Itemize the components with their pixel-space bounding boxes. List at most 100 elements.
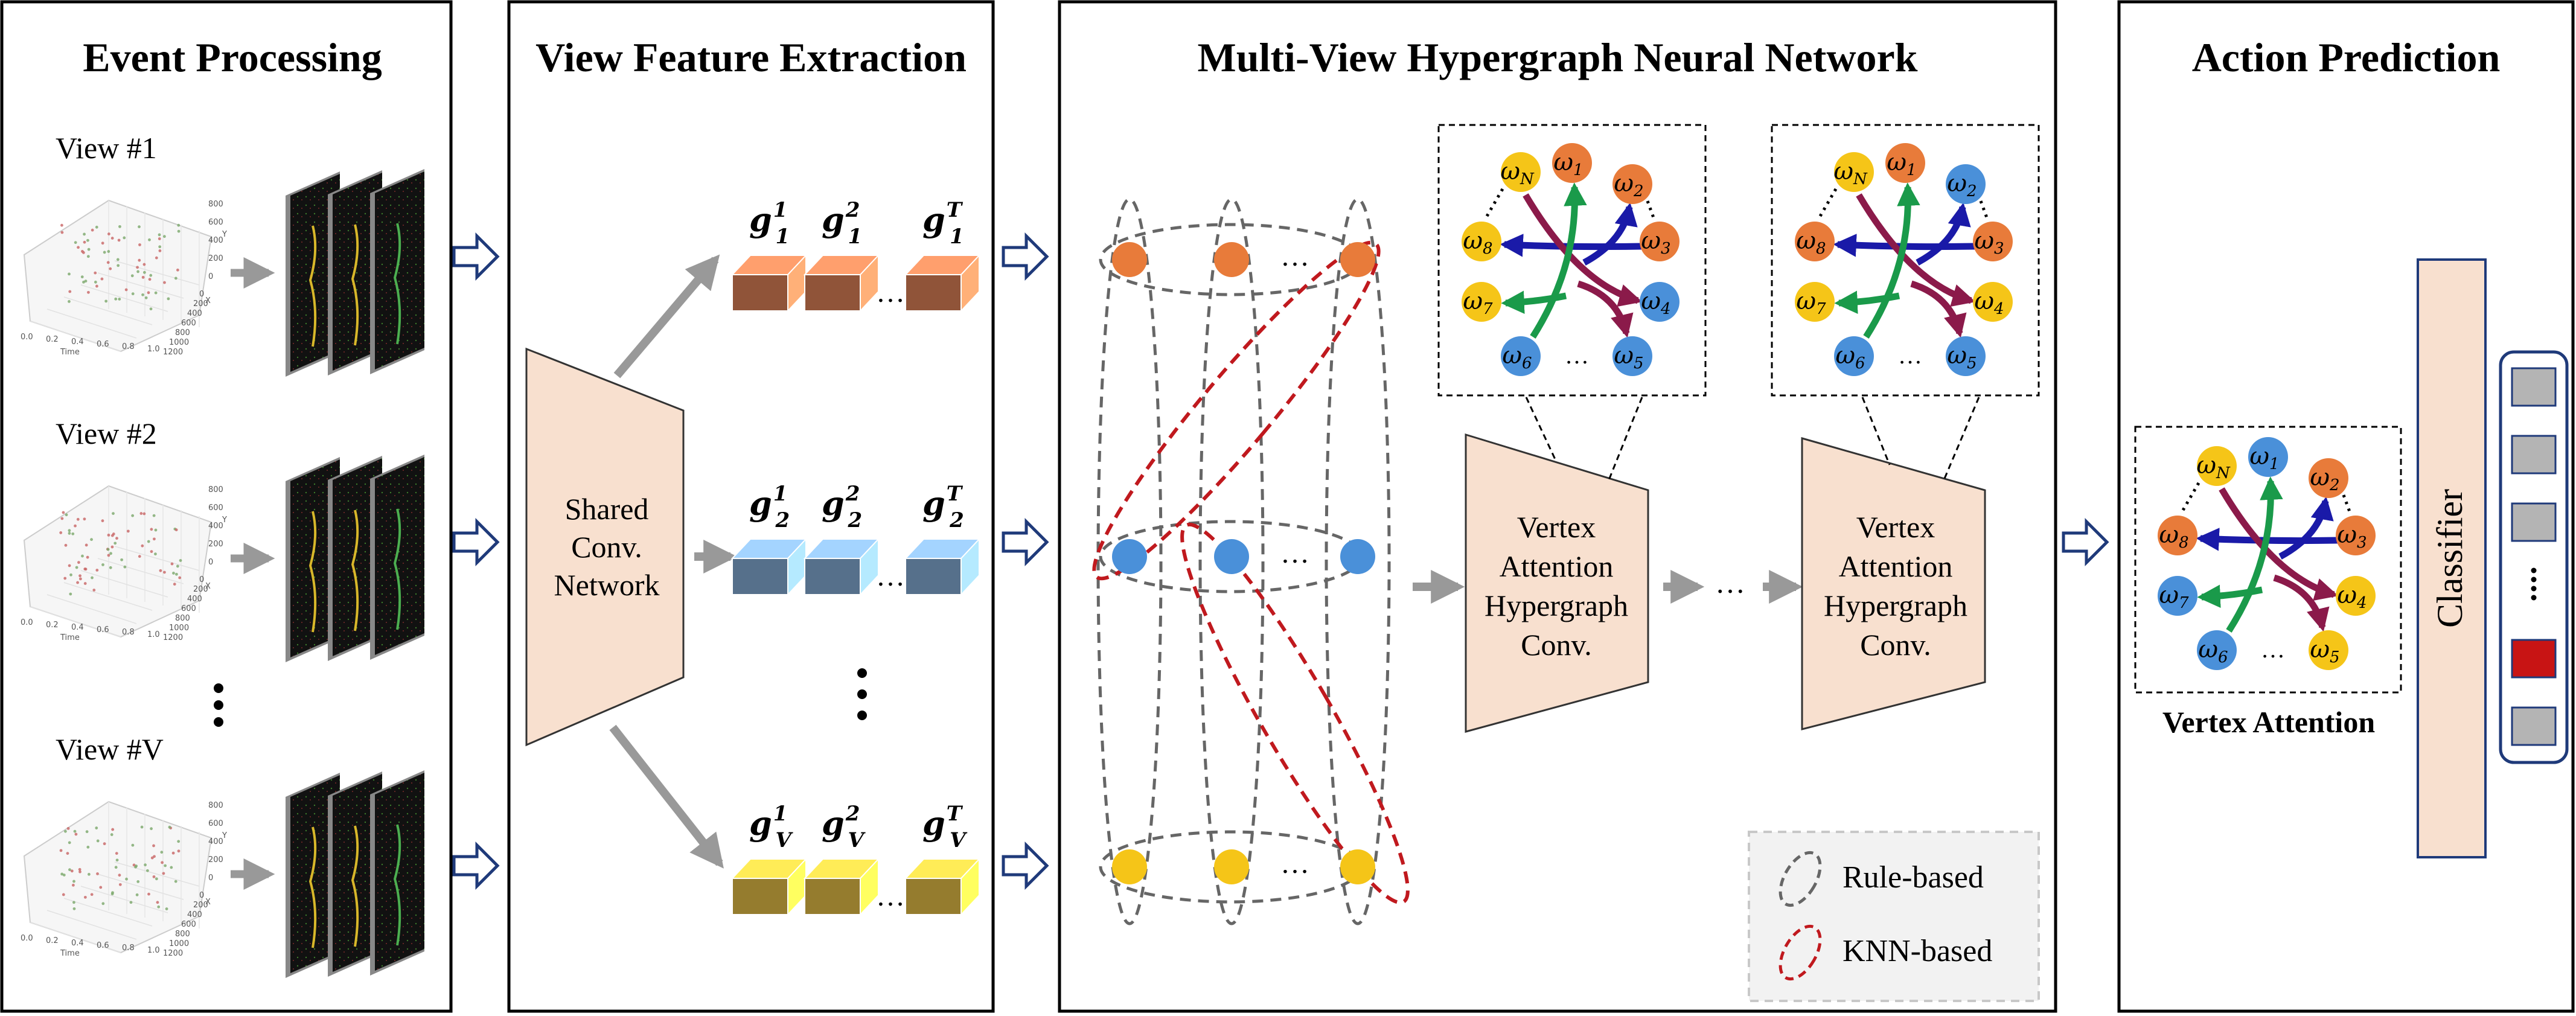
feature-ellipsis: …	[876, 276, 905, 308]
plot-x-tick: 0.4	[71, 337, 84, 347]
plot-x-tick: 1.0	[147, 946, 160, 955]
graph-node	[1973, 222, 2013, 261]
plot-y-tick: 1200	[163, 633, 183, 642]
conv-a-line-4: Conv.	[1521, 628, 1592, 662]
classifier: Classifier	[2417, 258, 2487, 858]
plot-y-label: X	[205, 296, 211, 305]
plot-y-tick: 200	[193, 901, 208, 910]
plot-y-tick: 400	[187, 309, 202, 318]
graph-node	[2248, 437, 2288, 477]
plot-y-tick: 1000	[169, 939, 189, 948]
block-arrow	[452, 841, 500, 890]
vertex-1-t	[1340, 242, 1375, 277]
graph-node	[1501, 152, 1541, 192]
graph-a-box	[1437, 124, 1707, 481]
feature-cuboid	[904, 254, 981, 313]
graph-node	[1612, 164, 1652, 204]
graph-node-label: ω7	[1463, 287, 1493, 318]
plot-x-label: Time	[60, 348, 80, 357]
plot-z-tick: 800	[208, 200, 223, 209]
title-action-prediction: Action Prediction	[2192, 34, 2501, 80]
shared-net-line-3: Network	[554, 568, 660, 602]
plot-y-tick: 400	[187, 595, 202, 604]
view-label: View #2	[56, 417, 157, 450]
plot-z-tick: 600	[208, 819, 223, 828]
plot-y-tick: 800	[175, 930, 190, 939]
graph-node	[1640, 282, 1680, 322]
plot-y-tick: 1000	[169, 338, 189, 347]
plot-x-tick: 0.6	[97, 941, 109, 950]
plot-y-label: X	[205, 582, 211, 591]
plot-x-tick: 0.4	[71, 623, 84, 632]
feature-ellipsis: …	[876, 560, 905, 592]
plot-y-tick: 0	[199, 891, 204, 900]
title-event-processing: Event Processing	[83, 34, 382, 80]
plot-z-label: Y	[222, 230, 227, 239]
legend-rule-swatch	[1779, 851, 1822, 907]
graph-node	[1462, 282, 1501, 322]
plot-x-tick: 1.0	[147, 630, 160, 639]
conv-a-line-1: Vertex	[1517, 510, 1596, 544]
vertex-2-t	[1340, 539, 1375, 574]
plot-z-tick: 200	[208, 540, 223, 549]
graph-node-label: ω4	[2337, 581, 2367, 612]
shared-net-line-2: Conv.	[571, 530, 642, 564]
graph-node	[2309, 630, 2348, 670]
block-arrow	[1002, 517, 1049, 567]
graph-ellipsis: …	[1565, 342, 1589, 369]
vertex-1-2	[1214, 242, 1249, 277]
legend: Rule-based KNN-based	[1748, 831, 2040, 1002]
output-slot	[2511, 706, 2557, 746]
graph-node	[2158, 576, 2197, 616]
graph-node	[2197, 630, 2237, 670]
conv-block-a: Vertex Attention Hypergraph Conv.	[1465, 433, 1649, 733]
feature-cuboid	[904, 537, 981, 596]
vertex-v-1	[1112, 849, 1147, 884]
event-frames	[286, 770, 424, 978]
classifier-label: Classifier	[2430, 489, 2470, 628]
plot-z-tick: 800	[208, 801, 223, 810]
plot-x-tick: 0.8	[122, 944, 135, 953]
graph-node	[2336, 576, 2376, 616]
conv-block-ellipsis: …	[1715, 566, 1745, 599]
feature-cuboid	[803, 254, 880, 313]
feature-cuboid	[904, 857, 981, 916]
plot-x-tick: 0.0	[21, 333, 33, 342]
plot-y-tick: 600	[181, 319, 196, 328]
plot-y-tick: 200	[193, 299, 208, 308]
graph-ellipsis: …	[2261, 636, 2285, 663]
plot-z-tick: 800	[208, 485, 223, 494]
vertex-ellipsis-row-2: …	[1280, 537, 1309, 569]
plot-z-tick: 600	[208, 503, 223, 513]
conv-b-line-3: Hypergraph	[1824, 589, 1967, 622]
legend-knn-label: KNN-based	[1843, 934, 1992, 968]
plot-y-tick: 1200	[163, 348, 183, 357]
feature-cuboid	[730, 537, 808, 596]
plot-y-label: X	[205, 898, 211, 907]
vertex-2-2	[1214, 539, 1249, 574]
vertex-v-t	[1340, 849, 1375, 884]
plot-z-tick: 400	[208, 837, 223, 846]
plot-y-tick: 800	[175, 328, 190, 337]
plot-z-tick: 0	[208, 558, 213, 567]
plot-z-tick: 0	[208, 272, 213, 281]
feature-cuboid	[730, 254, 808, 313]
plot-y-tick: 400	[187, 910, 202, 919]
vertex-v-2	[1214, 849, 1249, 884]
block-arrow	[452, 232, 500, 281]
graph-c-box	[2134, 426, 2402, 694]
graph-node-label: ω1	[1887, 149, 1916, 179]
plot-y-tick: 0	[199, 290, 204, 299]
output-slot	[2511, 435, 2557, 474]
graph-node	[1834, 336, 1874, 376]
graph-node	[1462, 222, 1501, 261]
view-label: View #1	[56, 131, 157, 165]
hyperedge-col-1	[1096, 197, 1163, 925]
